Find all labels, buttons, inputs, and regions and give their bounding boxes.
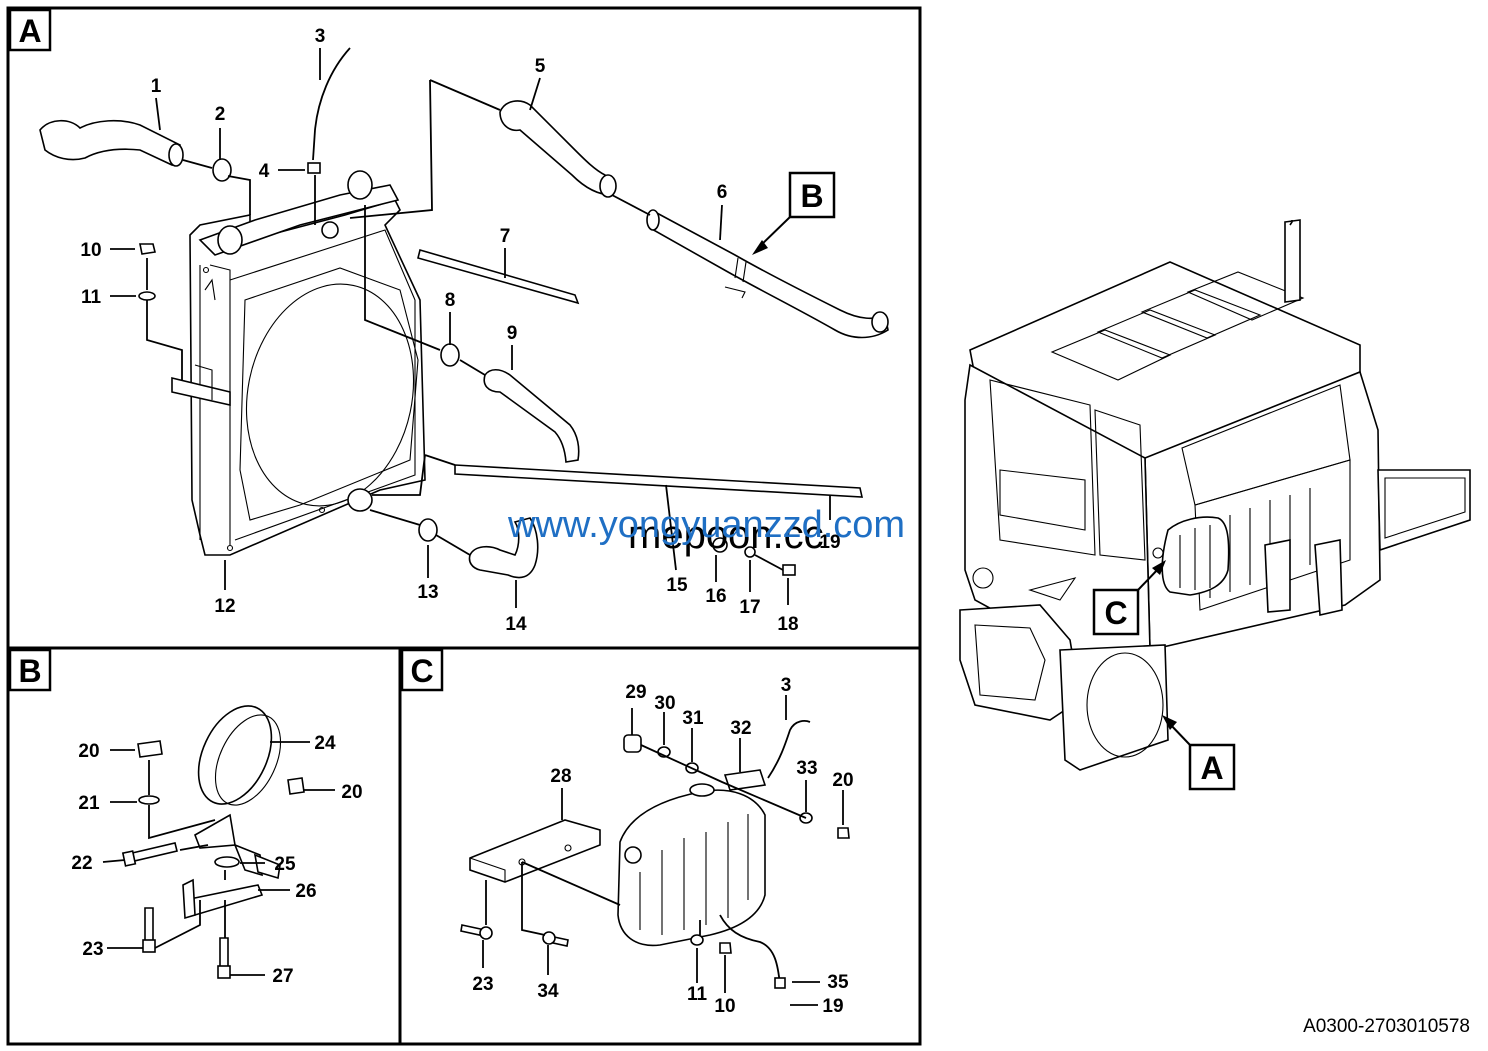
svg-text:35: 35 xyxy=(827,972,849,993)
panel-c-frame xyxy=(398,646,922,1046)
panel-c-leaders xyxy=(482,695,844,1006)
svg-text:24: 24 xyxy=(314,733,336,754)
svg-text:5: 5 xyxy=(535,56,546,77)
part-9-hose xyxy=(483,368,580,463)
expansion-tank-assembly xyxy=(460,720,850,989)
svg-text:21: 21 xyxy=(78,793,100,814)
svg-text:26: 26 xyxy=(295,881,316,902)
part-18-nut xyxy=(782,564,796,576)
panel-b-leaders xyxy=(102,741,335,976)
svg-text:A: A xyxy=(1200,750,1223,786)
svg-text:15: 15 xyxy=(666,575,688,596)
svg-text:1: 1 xyxy=(151,76,162,97)
part-13-clamp xyxy=(418,518,438,542)
svg-text:14: 14 xyxy=(505,614,527,635)
svg-text:16: 16 xyxy=(705,586,726,607)
svg-text:18: 18 xyxy=(777,614,798,635)
panel-b-label: B xyxy=(8,648,52,692)
radiator-assembly xyxy=(171,170,426,556)
svg-text:23: 23 xyxy=(82,939,103,960)
panel-c-label: C xyxy=(400,648,444,692)
callout-c: C xyxy=(1092,560,1166,636)
svg-text:17: 17 xyxy=(739,597,760,618)
svg-text:19: 19 xyxy=(819,532,840,553)
svg-text:20: 20 xyxy=(832,770,853,791)
svg-text:12: 12 xyxy=(214,596,235,617)
part-14-hose xyxy=(468,517,539,579)
svg-text:C: C xyxy=(410,653,433,689)
svg-text:28: 28 xyxy=(550,766,571,787)
svg-text:3: 3 xyxy=(781,675,792,696)
panel-a-label: A xyxy=(8,8,52,52)
svg-text:8: 8 xyxy=(445,290,456,311)
drawing-code: A0300-2703010578 xyxy=(1303,1016,1470,1037)
svg-text:10: 10 xyxy=(80,240,101,261)
svg-text:10: 10 xyxy=(714,996,735,1017)
watermark-main: www.yongyuanzzd.com xyxy=(507,504,905,546)
svg-text:29: 29 xyxy=(625,682,646,703)
svg-text:B: B xyxy=(18,653,41,689)
svg-text:23: 23 xyxy=(472,974,493,995)
svg-text:13: 13 xyxy=(417,582,438,603)
part-4-fitting xyxy=(307,162,321,174)
part-15-tube xyxy=(454,464,864,498)
panel-b-part-numbers: 20 20 21 22 23 24 25 26 27 xyxy=(71,733,362,987)
svg-text:31: 31 xyxy=(682,708,704,729)
part-6-pipe xyxy=(646,209,889,339)
svg-text:20: 20 xyxy=(341,782,362,803)
panel-a-leaders xyxy=(110,48,831,608)
part-2-clamp xyxy=(212,158,232,182)
svg-text:20: 20 xyxy=(78,741,99,762)
part-17-washer xyxy=(744,546,756,558)
watermark-overlay: mepoon.cc xyxy=(628,513,824,557)
part-8-clamp xyxy=(440,343,460,367)
svg-text:22: 22 xyxy=(71,853,92,874)
part-11-washer xyxy=(138,291,156,301)
callout-b: B xyxy=(752,171,836,255)
part-3-vent-tube xyxy=(312,47,351,161)
svg-text:32: 32 xyxy=(730,718,751,739)
svg-text:25: 25 xyxy=(274,854,296,875)
svg-text:9: 9 xyxy=(507,323,518,344)
svg-text:11: 11 xyxy=(687,984,708,1005)
part-7-tube xyxy=(417,249,580,305)
panel-c-part-numbers: 29 30 31 32 3 33 20 28 23 34 11 10 35 19 xyxy=(472,675,853,1017)
svg-text:2: 2 xyxy=(215,104,226,125)
panel-a-part-numbers: 1 2 3 4 5 6 7 8 9 10 11 12 13 14 15 16 1… xyxy=(80,26,840,635)
cab-overview xyxy=(959,219,1471,771)
svg-text:B: B xyxy=(800,178,823,214)
part-5-hose xyxy=(499,100,614,196)
svg-text:C: C xyxy=(1104,595,1127,631)
svg-text:33: 33 xyxy=(796,758,817,779)
part-1-upper-hose xyxy=(39,119,184,167)
pipe-clamp-assembly xyxy=(121,705,305,979)
svg-text:30: 30 xyxy=(654,693,675,714)
svg-text:34: 34 xyxy=(537,981,559,1002)
svg-text:19: 19 xyxy=(822,996,843,1017)
svg-text:11: 11 xyxy=(81,287,102,308)
callout-a: A xyxy=(1162,715,1236,791)
svg-text:7: 7 xyxy=(500,226,511,247)
svg-text:3: 3 xyxy=(315,26,326,47)
svg-text:4: 4 xyxy=(259,161,270,182)
svg-text:A: A xyxy=(18,13,41,49)
part-16-fitting xyxy=(712,537,728,553)
svg-text:6: 6 xyxy=(717,182,728,203)
part-10-nut xyxy=(139,243,156,255)
svg-text:27: 27 xyxy=(272,966,293,987)
